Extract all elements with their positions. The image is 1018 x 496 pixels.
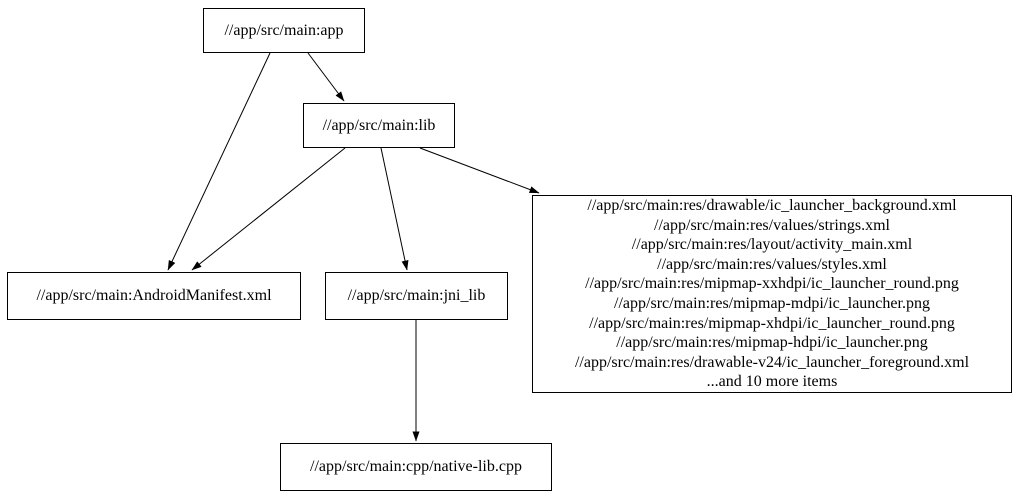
edge-lib-to-manifest (191, 147, 346, 271)
resource-item: //app/src/main:res/mipmap-hdpi/ic_launch… (616, 334, 928, 352)
resource-more-items: ...and 10 more items (706, 373, 838, 391)
edge-app-to-lib (307, 52, 345, 102)
node-app-target: //app/src/main:app (203, 8, 365, 53)
resource-item: //app/src/main:res/values/strings.xml (654, 216, 890, 234)
edge-lib-to-jni_lib (380, 147, 409, 271)
resource-item: //app/src/main:res/mipmap-xhdpi/ic_launc… (589, 314, 955, 332)
resource-item: //app/src/main:res/layout/activity_main.… (631, 236, 913, 254)
node-lib-target: //app/src/main:lib (303, 103, 455, 148)
edge-app-to-manifest (167, 52, 271, 271)
resource-item: //app/src/main:res/drawable-v24/ic_launc… (574, 353, 970, 371)
edge-lib-to-resources (419, 147, 540, 194)
resource-item: //app/src/main:res/values/styles.xml (657, 255, 887, 273)
resource-item: //app/src/main:res/mipmap-xxhdpi/ic_laun… (585, 275, 959, 293)
resource-item: //app/src/main:res/mipmap-mdpi/ic_launch… (614, 294, 930, 312)
node-native-lib-cpp-target: //app/src/main:cpp/native-lib.cpp (280, 443, 552, 491)
node-resources-group: //app/src/main:res/drawable/ic_launcher_… (532, 195, 1012, 393)
node-jni-lib-target: //app/src/main:jni_lib (325, 272, 508, 320)
node-androidmanifest-target: //app/src/main:AndroidManifest.xml (7, 272, 301, 320)
resource-item: //app/src/main:res/drawable/ic_launcher_… (587, 197, 957, 214)
